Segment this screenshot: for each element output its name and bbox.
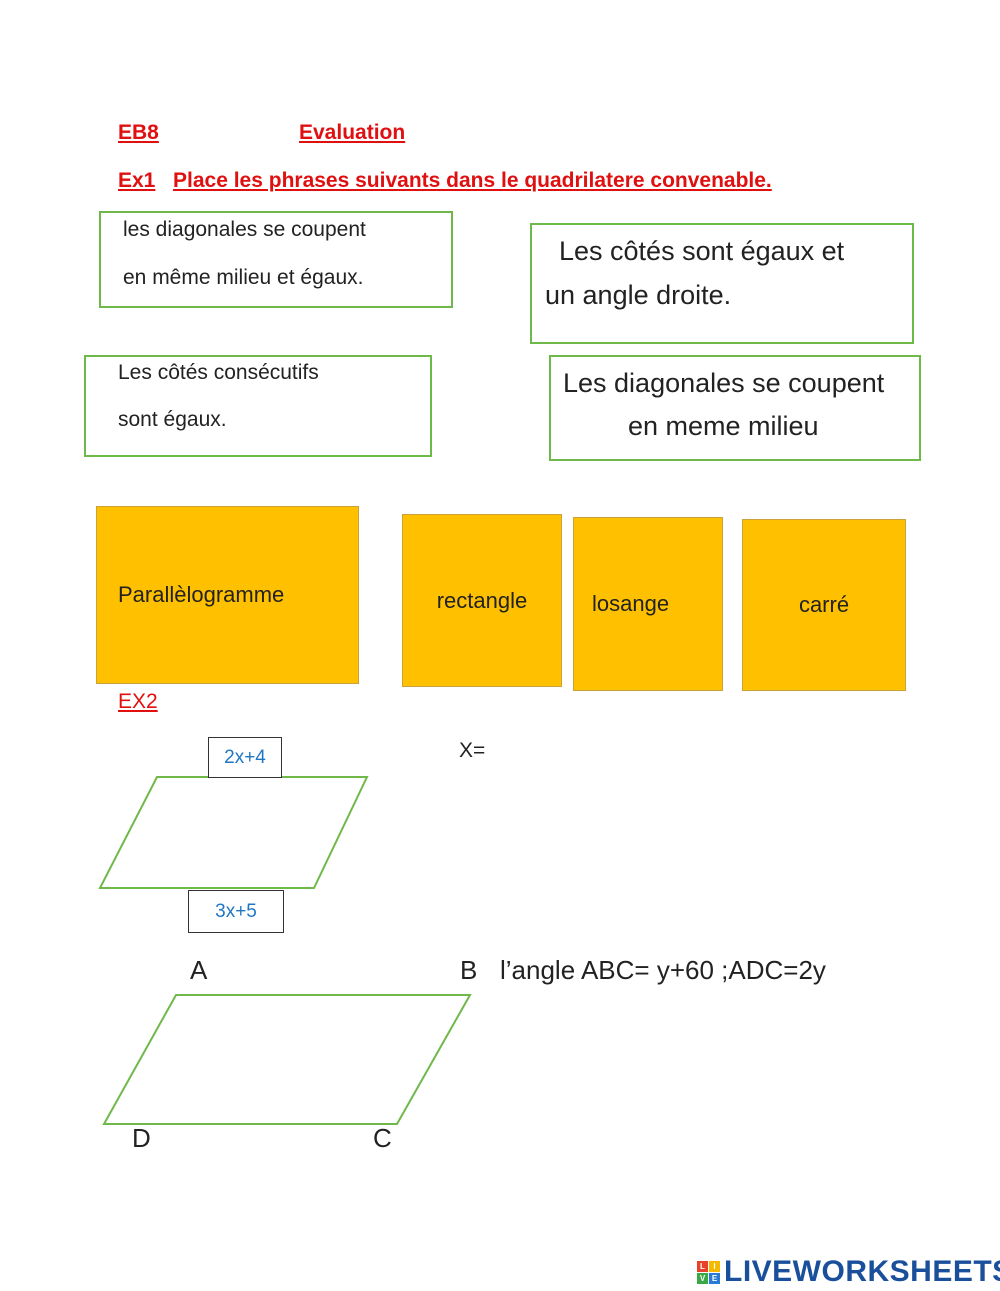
top-side-label: 2x+4 [208, 737, 282, 778]
phrase-box-1[interactable]: les diagonales se coupent en même milieu… [99, 211, 453, 308]
phrase-2-line-1: Les côtés sont égaux et [559, 236, 845, 266]
logo-letter-v: V [697, 1272, 708, 1284]
vertex-d: D [132, 1123, 151, 1153]
vertex-c: C [373, 1123, 392, 1153]
vertex-b: B [460, 955, 478, 985]
x-answer-field[interactable]: X= [459, 739, 486, 762]
vertex-a: A [190, 955, 208, 985]
phrase-box-4[interactable]: Les diagonales se coupent en meme milieu [549, 355, 921, 461]
liveworksheets-logo: L I V E LIVEWORKSHEETS [697, 1255, 1000, 1289]
tile-parallelogramme-label: Parallèlogramme [118, 582, 285, 607]
phrase-3-line-1: Les côtés consécutifs [118, 361, 319, 384]
parallelogram-abcd [102, 994, 472, 1125]
bottom-side-text: 3x+5 [215, 900, 257, 922]
tile-parallelogramme[interactable]: Parallèlogramme [96, 506, 359, 684]
tile-carre-label: carré [798, 592, 850, 617]
phrase-1-line-2: en même milieu et égaux. [123, 266, 364, 289]
phrase-box-2[interactable]: Les côtés sont égaux et un angle droite. [530, 223, 914, 344]
phrase-1-line-1: les diagonales se coupent [123, 218, 366, 241]
angle-statement: l’angle ABC= y+60 ;ADC=2y [500, 955, 826, 985]
tile-losange-label: losange [592, 591, 670, 616]
ex1-instruction: Place les phrases suivants dans le quadr… [173, 169, 772, 192]
bottom-side-label: 3x+5 [188, 890, 284, 933]
tile-rectangle[interactable]: rectangle [402, 514, 562, 687]
logo-letter-e: E [709, 1272, 720, 1284]
phrase-3-line-2: sont égaux. [118, 408, 227, 431]
page-title: Evaluation [299, 121, 406, 144]
small-parallelogram [98, 776, 369, 889]
top-side-text: 2x+4 [224, 746, 266, 768]
tile-rectangle-label: rectangle [436, 587, 528, 613]
tile-carre[interactable]: carré [742, 519, 906, 691]
logo-letter-i: I [709, 1260, 720, 1272]
ex1-label: Ex1 [118, 169, 156, 192]
brand-name: LIVEWORKSHEETS [724, 1255, 1000, 1288]
level-label: EB8 [118, 121, 159, 144]
logo-blocks-icon: L I V E [697, 1260, 720, 1284]
phrase-4-line-1: Les diagonales se coupent [563, 368, 885, 398]
phrase-4-line-2: en meme milieu [628, 411, 819, 441]
logo-letter-l: L [697, 1260, 708, 1272]
phrase-box-3[interactable]: Les côtés consécutifs sont égaux. [84, 355, 432, 457]
phrase-2-line-2: un angle droite. [545, 280, 732, 310]
tile-losange[interactable]: losange [573, 517, 723, 691]
ex2-label: EX2 [118, 690, 158, 713]
